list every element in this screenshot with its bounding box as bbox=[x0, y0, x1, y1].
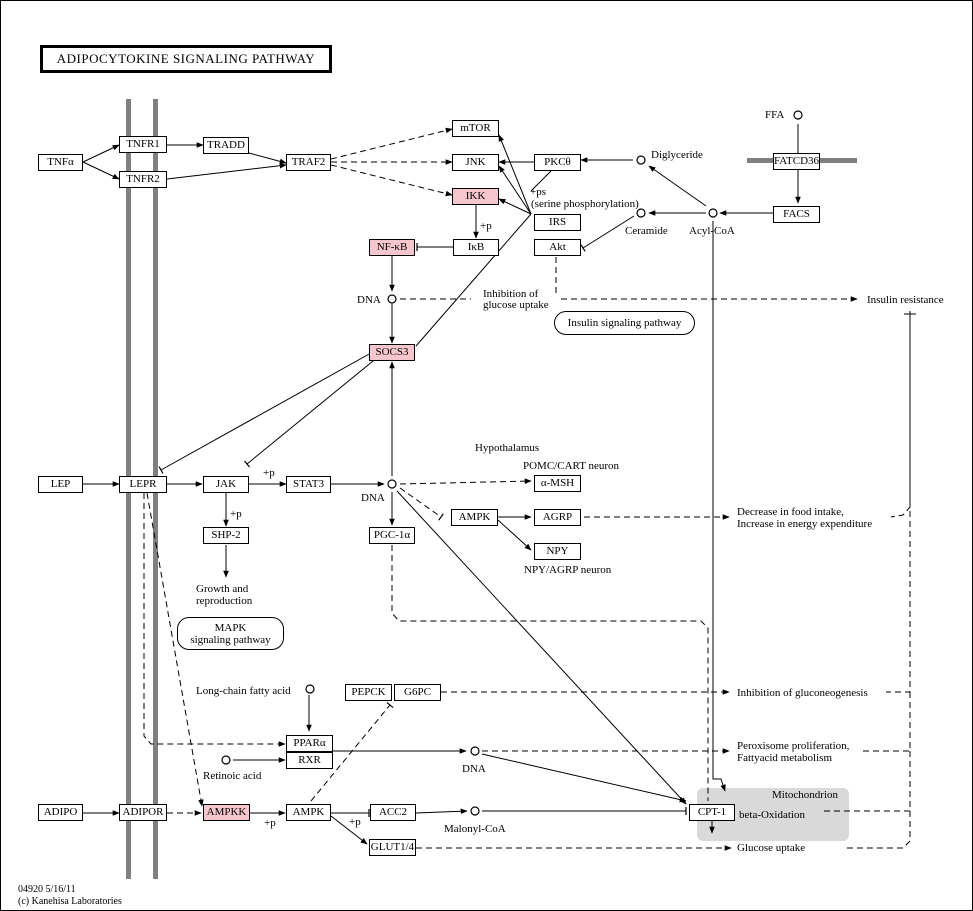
label-inhibition-glucose-2: glucose uptake bbox=[483, 299, 549, 311]
label-acylcoa[interactable]: Acyl-CoA bbox=[689, 225, 735, 237]
gene-lep[interactable]: LEP bbox=[38, 476, 83, 493]
label-malonyl-coa[interactable]: Malonyl-CoA bbox=[444, 823, 506, 835]
label-plus-p-shp2: +p bbox=[230, 508, 242, 520]
gene-lepr[interactable]: LEPR bbox=[119, 476, 167, 493]
label-glucose-uptake: Glucose uptake bbox=[737, 842, 806, 854]
label-retinoic-acid[interactable]: Retinoic acid bbox=[203, 770, 262, 782]
label-insulin-resistance: Insulin resistance bbox=[867, 294, 944, 306]
label-peroxisome-1: Peroxisome proliferation, bbox=[737, 740, 850, 752]
gene-pepck[interactable]: PEPCK bbox=[345, 684, 392, 701]
gene-agrp[interactable]: AGRP bbox=[534, 509, 581, 526]
page-title: ADIPOCYTOKINE SIGNALING PATHWAY bbox=[40, 45, 332, 73]
gene-glut14[interactable]: GLUT1/4 bbox=[369, 839, 416, 856]
label-decrease-2: Increase in energy expenditure bbox=[737, 518, 873, 530]
label-plus-p-glut: +p bbox=[349, 816, 361, 828]
pathway-link-mapk[interactable]: MAPK signaling pathway bbox=[177, 617, 284, 650]
label-plus-p: +p bbox=[480, 220, 492, 232]
label-npy-neuron: NPY/AGRP neuron bbox=[524, 564, 612, 576]
label-dna-3: DNA bbox=[462, 763, 486, 775]
label-plus-p-jak: +p bbox=[263, 467, 275, 479]
footer-id: 04920 5/16/11 bbox=[18, 884, 76, 895]
label-dna-2: DNA bbox=[361, 492, 385, 504]
label-serine-phosphorylation: (serine phosphorylation) bbox=[531, 198, 639, 210]
gene-ampkk[interactable]: AMPKK bbox=[203, 804, 250, 821]
gene-pgc1a[interactable]: PGC-1α bbox=[369, 527, 415, 544]
pathway-link-insulin[interactable]: Insulin signaling pathway bbox=[554, 311, 695, 335]
gene-akt[interactable]: Akt bbox=[534, 239, 581, 256]
label-pomc-neuron: POMC/CART neuron bbox=[523, 460, 620, 472]
gene-tnfr2[interactable]: TNFR2 bbox=[119, 171, 167, 188]
compound-circles bbox=[221, 110, 803, 816]
gene-cpt1[interactable]: CPT-1 bbox=[689, 804, 735, 821]
label-plus-p-ampk: +p bbox=[264, 817, 276, 829]
gene-pkctheta[interactable]: PKCθ bbox=[534, 154, 581, 171]
label-ceramide[interactable]: Ceramide bbox=[625, 225, 668, 237]
label-dna-1: DNA bbox=[357, 294, 381, 306]
gene-irs[interactable]: IRS bbox=[534, 214, 581, 231]
gene-npy[interactable]: NPY bbox=[534, 543, 581, 560]
label-inhibition-gluconeogenesis: Inhibition of gluconeogenesis bbox=[737, 687, 868, 699]
gene-traf2[interactable]: TRAF2 bbox=[286, 154, 331, 171]
label-mitochondrion: Mitochondrion bbox=[772, 789, 838, 801]
pathway-link-mapk-line2: signaling pathway bbox=[190, 633, 271, 646]
gene-fatcd36[interactable]: FATCD36 bbox=[773, 153, 820, 170]
label-growth-2: reproduction bbox=[196, 595, 253, 607]
gene-ppara[interactable]: PPARα bbox=[286, 735, 333, 752]
footer-copyright: (c) Kanehisa Laboratories bbox=[18, 896, 122, 907]
gene-jak[interactable]: JAK bbox=[203, 476, 249, 493]
label-peroxisome-2: Fattyacid metabolism bbox=[737, 752, 833, 764]
gene-g6pc[interactable]: G6PC bbox=[394, 684, 441, 701]
label-beta-oxidation: beta-Oxidation bbox=[739, 809, 805, 821]
gene-ikk[interactable]: IKK bbox=[452, 188, 499, 205]
gene-ikb[interactable]: IκB bbox=[453, 239, 499, 256]
gene-socs3[interactable]: SOCS3 bbox=[369, 344, 415, 361]
gene-tradd[interactable]: TRADD bbox=[203, 137, 249, 154]
gene-amsh[interactable]: α-MSH bbox=[534, 475, 581, 492]
label-long-chain-fatty-acid[interactable]: Long-chain fatty acid bbox=[196, 685, 291, 697]
label-hypothalamus: Hypothalamus bbox=[475, 442, 540, 454]
gene-mtor[interactable]: mTOR bbox=[452, 120, 499, 137]
label-ps: +ps bbox=[530, 186, 546, 198]
gene-ampk-hypothalamus[interactable]: AMPK bbox=[451, 509, 498, 526]
gene-rxr[interactable]: RXR bbox=[286, 752, 333, 769]
gene-tnfa[interactable]: TNFα bbox=[38, 154, 83, 171]
label-diglyceride[interactable]: Diglyceride bbox=[651, 149, 703, 161]
label-decrease-1: Decrease in food intake, bbox=[737, 506, 844, 518]
gene-ampk[interactable]: AMPK bbox=[286, 804, 331, 821]
gene-tnfr1[interactable]: TNFR1 bbox=[119, 136, 167, 153]
gene-adipor[interactable]: ADIPOR bbox=[119, 804, 167, 821]
label-ffa[interactable]: FFA bbox=[765, 109, 785, 121]
gene-stat3[interactable]: STAT3 bbox=[286, 476, 331, 493]
gene-acc2[interactable]: ACC2 bbox=[370, 804, 416, 821]
label-inhibition-glucose-1: Inhibition of bbox=[483, 288, 539, 300]
gene-shp2[interactable]: SHP-2 bbox=[203, 527, 249, 544]
gene-adipo[interactable]: ADIPO bbox=[38, 804, 83, 821]
gene-facs[interactable]: FACS bbox=[773, 206, 820, 223]
gene-nfkb[interactable]: NF-κB bbox=[369, 239, 415, 256]
pathway-link-mapk-line1: MAPK bbox=[214, 621, 247, 634]
gene-jnk[interactable]: JNK bbox=[452, 154, 499, 171]
label-growth-1: Growth and bbox=[196, 583, 249, 595]
